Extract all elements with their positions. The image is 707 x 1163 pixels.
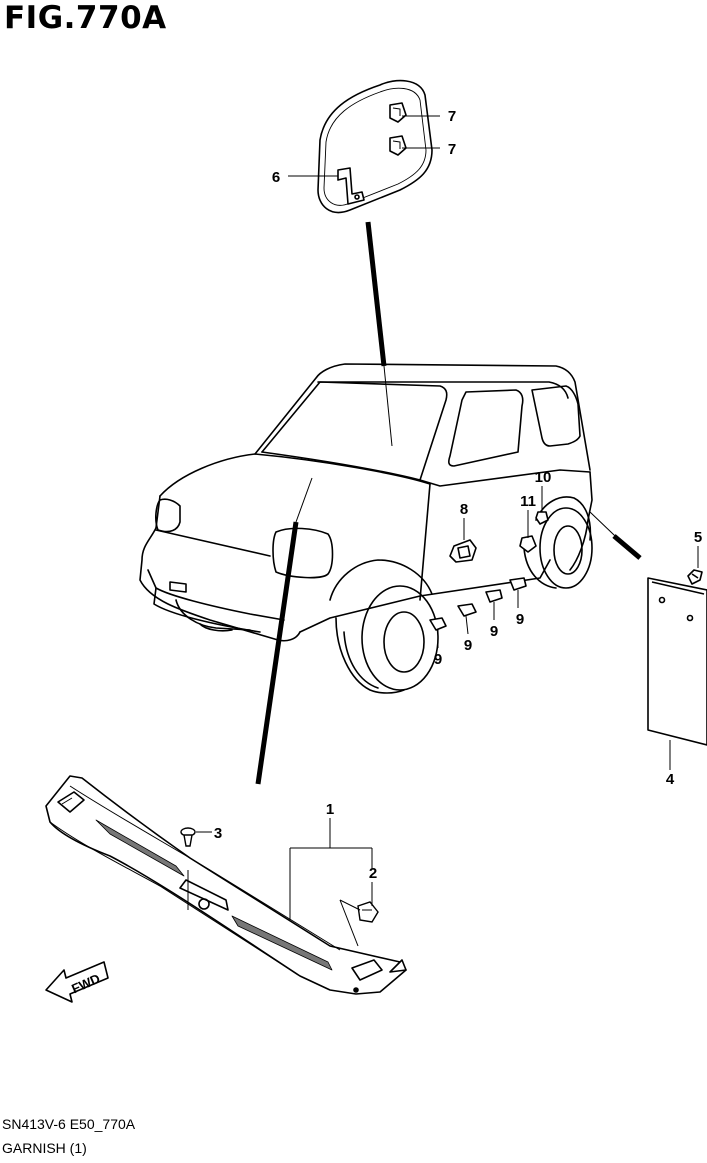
- callout-1: 1: [326, 801, 334, 818]
- fwd-arrow-icon: FWD: [45, 961, 109, 1003]
- callout-labels: 1 2 3 4 5 6 7 7 8 9 9 9 9 10 11: [214, 108, 702, 882]
- pointer-line-cover-inner: [383, 365, 393, 447]
- callout-2: 2: [369, 865, 377, 882]
- callout-7-upper: 7: [448, 108, 456, 125]
- callout-4: 4: [666, 771, 675, 788]
- clip-part-3: [180, 827, 212, 847]
- pointer-line-cowl-inner: [295, 477, 313, 523]
- pointer-line-cover: [365, 221, 387, 367]
- pointer-line-rear: [612, 534, 642, 560]
- leader-lines-top: [288, 115, 440, 177]
- callout-9-c: 9: [490, 623, 498, 640]
- callout-3: 3: [214, 825, 222, 842]
- diagram-code: SN413V-6 E50_770A: [2, 1116, 136, 1132]
- cowl-garnish-part: [45, 775, 407, 995]
- vehicle-body: [139, 363, 637, 694]
- callout-7-lower: 7: [448, 141, 456, 158]
- callout-9-a: 9: [434, 651, 442, 668]
- callout-5: 5: [694, 529, 702, 546]
- callout-6: 6: [272, 169, 280, 186]
- leader-lines-car: [437, 486, 543, 648]
- callout-9-d: 9: [516, 611, 524, 628]
- callout-8: 8: [460, 501, 468, 518]
- leader-lines-cowl: [289, 818, 373, 947]
- leader-lines-flap: [669, 546, 699, 770]
- pointer-line-cowl: [255, 521, 299, 785]
- nut-part-2: [357, 901, 379, 923]
- callout-9-b: 9: [464, 637, 472, 654]
- figure-title: FIG.770A: [4, 0, 167, 36]
- diagram-name: GARNISH (1): [2, 1140, 87, 1156]
- mirror-cover-part: [317, 79, 433, 214]
- callout-10: 10: [535, 469, 552, 486]
- mud-flap-part: [647, 569, 707, 746]
- callout-11: 11: [520, 493, 536, 510]
